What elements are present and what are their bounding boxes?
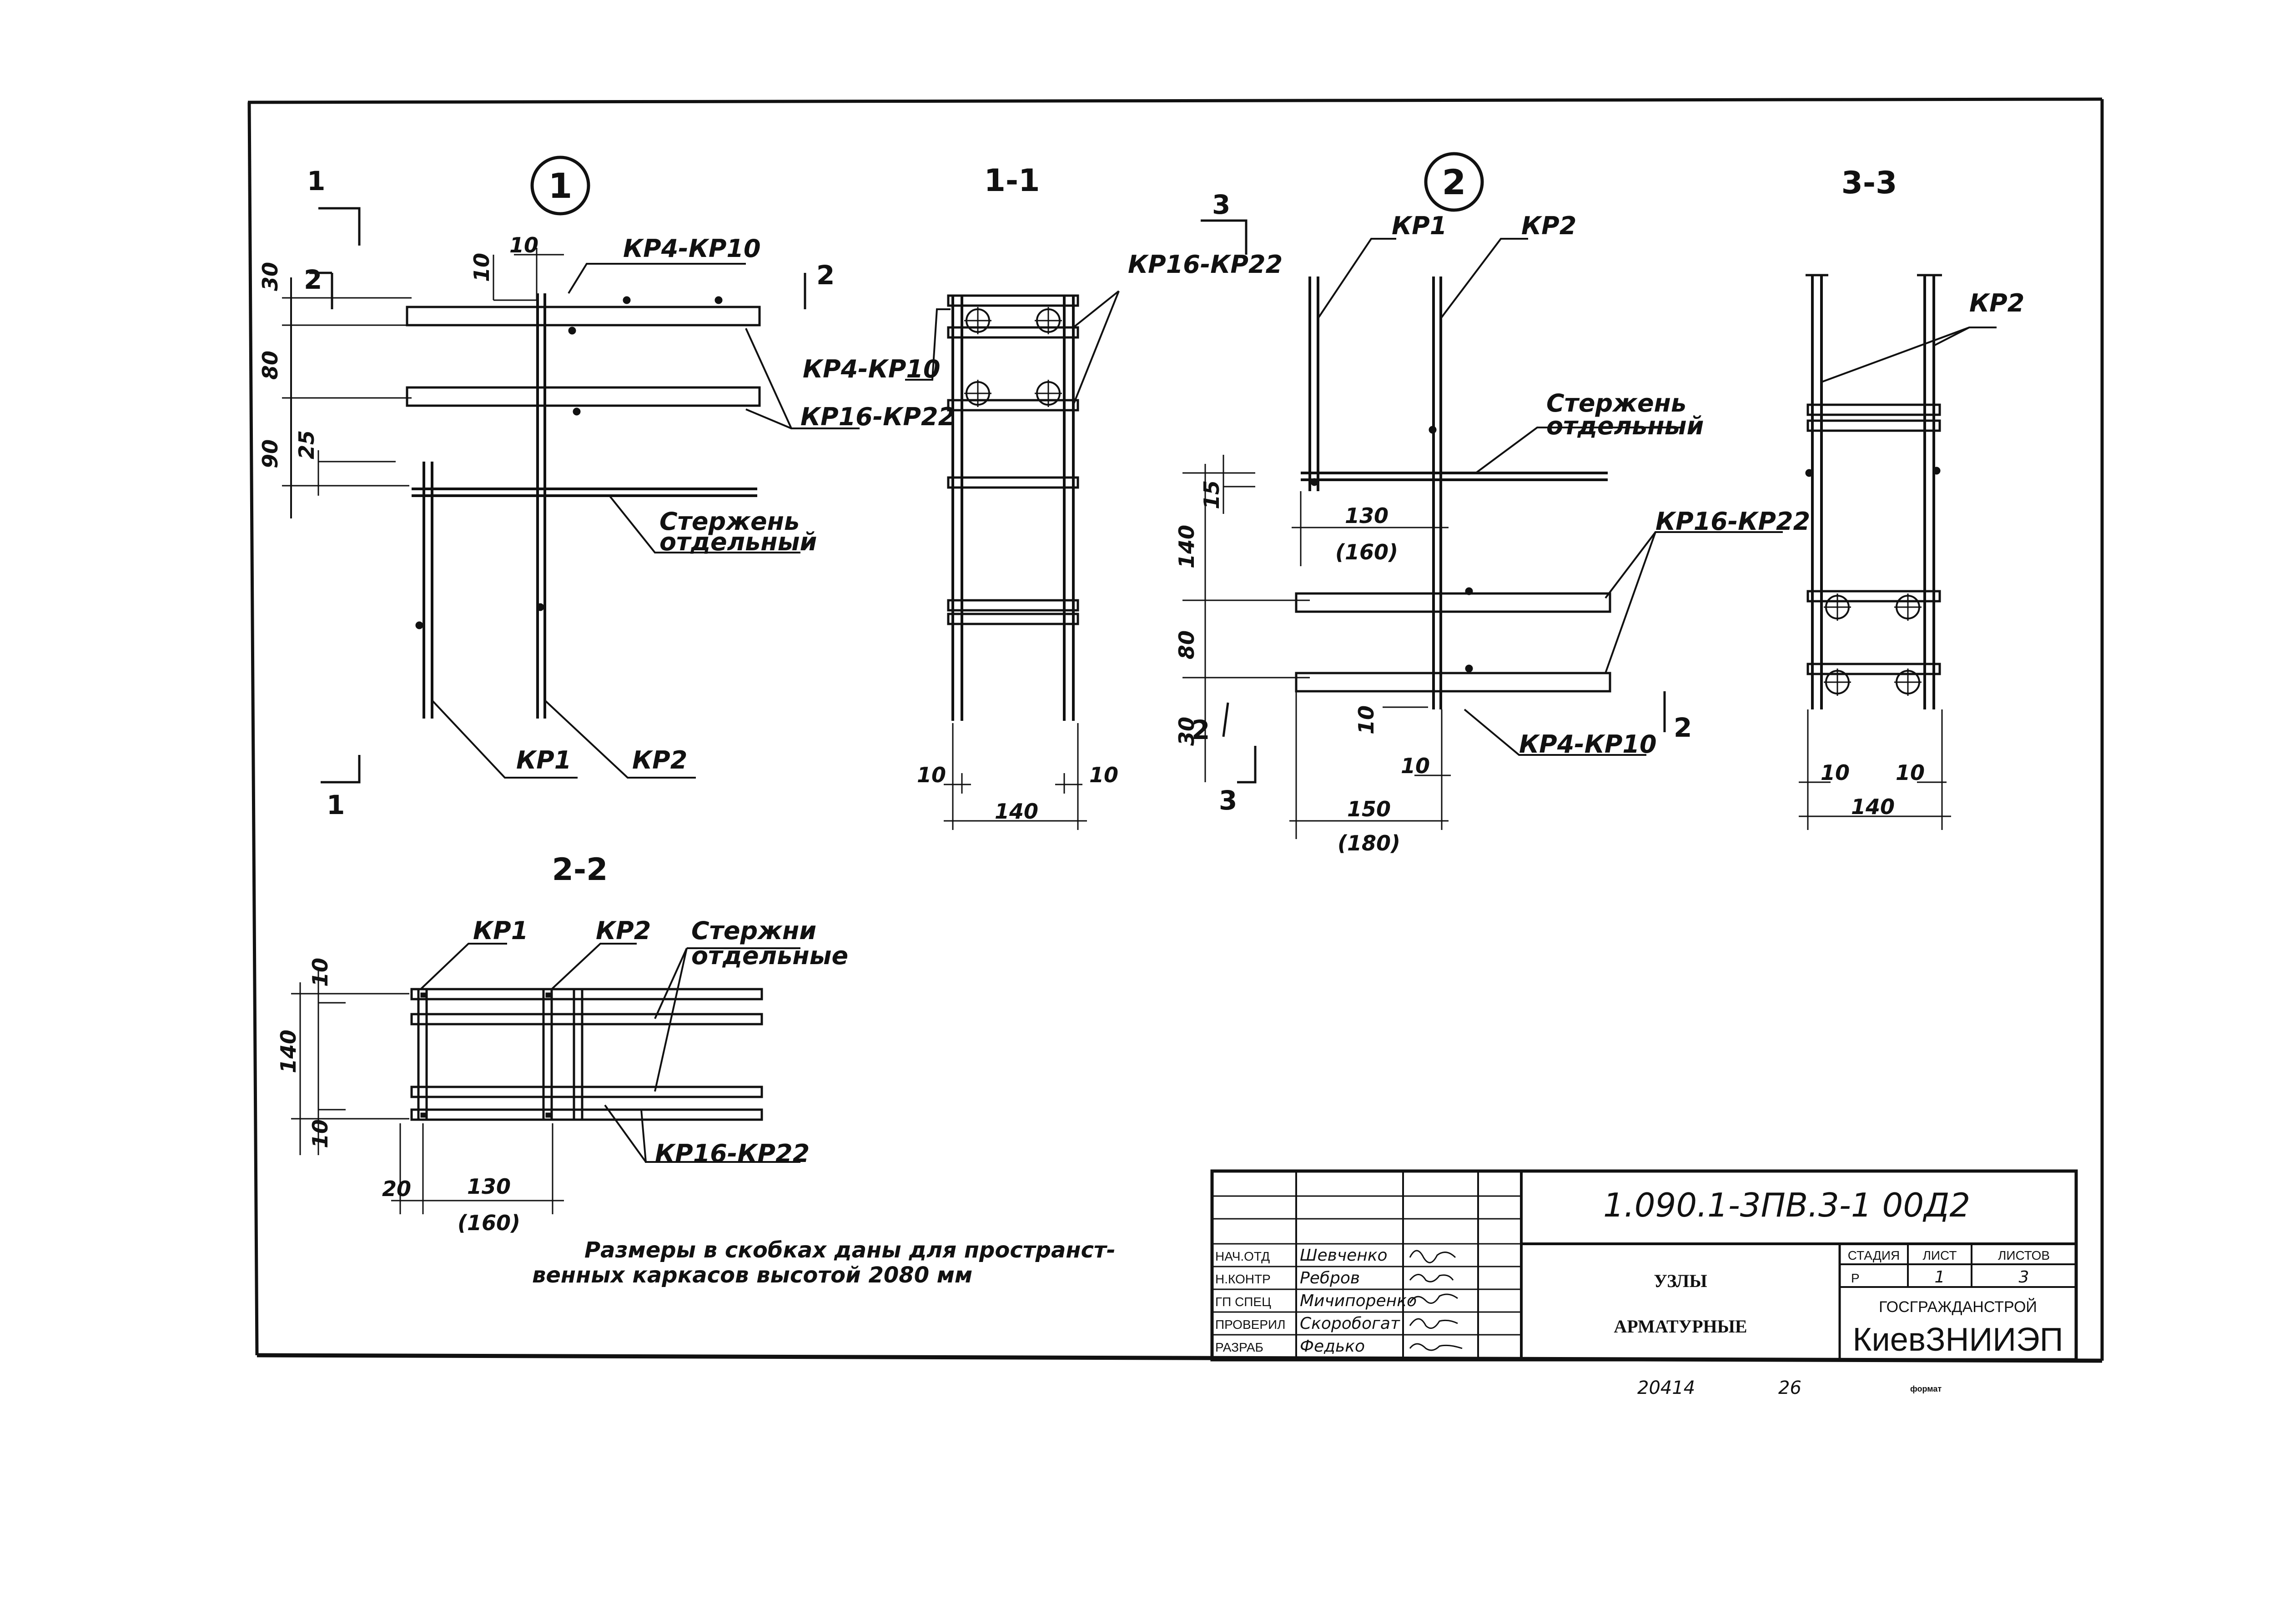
label-rod-line1-node1: Стержень (659, 507, 800, 536)
label-kr2-sec33: КР2 (1969, 289, 2024, 317)
section-3-3-title: 3-3 (1841, 165, 1897, 201)
label-rod-line1-node2: Стержень (1546, 389, 1686, 417)
label-kr1-sec22: КР1 (473, 916, 528, 945)
label-kr16-kr22-node2: КР16-КР22 (1655, 507, 1810, 536)
node-1-number: 1 (548, 166, 573, 206)
note-line-2: венных каркасов высотой 2080 мм (532, 1262, 972, 1288)
inventory-number: 20414 (1637, 1378, 1695, 1398)
sheets-value: 3 (2019, 1268, 2029, 1287)
label-kr2-node2: КР2 (1521, 211, 1576, 240)
name-0: Шевченко (1300, 1246, 1388, 1265)
label-kr16-kr22-sec11: КР16-КР22 (1128, 250, 1283, 279)
section-1-1-view (905, 290, 1120, 830)
role-4: РАЗРАБ (1215, 1340, 1263, 1354)
sheet-title-line-2: АРМАТУРНЫЕ (1614, 1316, 1747, 1337)
cut-mark-2-left: 2 (304, 264, 322, 295)
sheets-header: ЛИСТОВ (1998, 1248, 2050, 1262)
label-kr4-kr10-node2: КР4-КР10 (1519, 730, 1657, 759)
dim-140-sec22: 140 (276, 1030, 301, 1073)
node-1-view (282, 156, 860, 784)
node-2-view (1182, 152, 1783, 839)
dim-10-bottom-sec22: 10 (308, 1119, 332, 1148)
dim-10-bottom-node2: 10 (1401, 754, 1430, 778)
label-kr2-node1: КР2 (632, 746, 687, 774)
dim-10-top-node1: 10 (509, 233, 538, 257)
name-1: Ребров (1300, 1269, 1360, 1287)
label-rod-line2-node1: отдельный (659, 528, 817, 556)
dim-25-node1: 25 (294, 430, 319, 459)
role-0: НАЧ.ОТД (1215, 1249, 1270, 1263)
dim-130-node2: 130 (1345, 503, 1389, 528)
label-kr16-kr22-sec22: КР16-КР22 (655, 1139, 810, 1168)
cut-mark-1-bottom: 1 (327, 789, 345, 820)
dim-160p-node2: (160) (1335, 540, 1398, 564)
node-2-number: 2 (1442, 162, 1466, 202)
sheet-header: ЛИСТ (1923, 1248, 1957, 1262)
dim-140-sec11: 140 (995, 799, 1038, 824)
label-kr1-node2: КР1 (1392, 211, 1447, 240)
dim-10-left-sec11: 10 (917, 763, 946, 787)
cut-mark-2-right-node2: 2 (1674, 712, 1692, 743)
dim-10-right-sec33: 10 (1896, 760, 1925, 785)
dim-80-node2: 80 (1174, 630, 1199, 659)
dim-130-sec22: 130 (467, 1174, 511, 1199)
org-name-1: ГОСГРАЖДАНСТРОЙ (1879, 1298, 2037, 1316)
node-1-circle (530, 156, 590, 216)
sheet-value: 1 (1935, 1268, 1945, 1287)
label-rods-line2-sec22: отдельные (691, 941, 848, 970)
dim-90-node1: 90 (258, 439, 282, 468)
dim-10-side-node1: 10 (469, 253, 494, 282)
label-kr4-kr10-node1: КР4-КР10 (623, 234, 761, 263)
section-2-2-title: 2-2 (552, 852, 608, 888)
dim-10-right-sec11: 10 (1089, 763, 1118, 787)
name-2: Мичипоренко (1300, 1292, 1417, 1310)
dim-160p-sec22: (160) (458, 1211, 520, 1235)
document-code: 1.090.1-3ПВ.3-1 00Д2 (1603, 1186, 1970, 1224)
format-label: формат (1910, 1384, 1942, 1393)
section-3-3-view (1799, 274, 1997, 830)
dim-140-node2: 140 (1174, 525, 1199, 568)
dim-180p-node2: (180) (1338, 831, 1400, 855)
role-3: ПРОВЕРИЛ (1215, 1317, 1286, 1332)
node-2-circle (1424, 152, 1484, 212)
dim-140-sec33: 140 (1851, 794, 1895, 819)
dim-10-top-sec22: 10 (308, 958, 332, 987)
section-1-1-title: 1-1 (984, 163, 1040, 199)
dim-30-node1: 30 (258, 262, 282, 291)
stage-header: СТАДИЯ (1848, 1248, 1900, 1262)
label-rod-line2-node2: отдельный (1546, 412, 1704, 440)
dim-10-side-node2: 10 (1354, 705, 1378, 734)
cut-mark-2-left-node2: 2 (1192, 714, 1210, 745)
label-kr2-sec22: КР2 (596, 916, 651, 945)
dim-15-node2: 15 (1199, 480, 1224, 509)
label-rods-line1-sec22: Стержни (691, 916, 816, 945)
dim-10-left-sec33: 10 (1821, 760, 1850, 785)
dim-30-node2: 30 (1174, 717, 1199, 746)
role-1: Н.КОНТР (1215, 1272, 1271, 1286)
dim-20-sec22: 20 (382, 1177, 411, 1201)
name-3: Скоробогат (1300, 1314, 1400, 1333)
note-line-1: Размеры в скобках даны для пространст- (584, 1237, 1116, 1263)
dim-150-node2: 150 (1347, 797, 1391, 821)
sheet-title-line-1: УЗЛЫ (1654, 1271, 1707, 1291)
cut-mark-3-top: 3 (1212, 189, 1230, 220)
drawing-frame (247, 97, 2104, 1363)
section-2-2-view (291, 943, 800, 1214)
dim-80-node1: 80 (258, 351, 282, 380)
cut-mark-3-bottom: 3 (1219, 785, 1237, 816)
stage-value: Р (1851, 1271, 1860, 1285)
label-kr16-kr22-node1: КР16-КР22 (800, 402, 955, 431)
cut-mark-1-top: 1 (307, 166, 325, 196)
label-kr4-kr10-sec11: КР4-КР10 (803, 355, 941, 383)
name-4: Федько (1300, 1337, 1365, 1356)
label-kr1-node1: КР1 (516, 746, 571, 774)
role-2: ГП СПЕЦ (1215, 1295, 1271, 1309)
cut-mark-2-right: 2 (816, 260, 835, 291)
page-number: 26 (1778, 1378, 1801, 1398)
title-block (1210, 1169, 2078, 1362)
org-name-2: КиевЗНИИЭП (1853, 1322, 2063, 1358)
